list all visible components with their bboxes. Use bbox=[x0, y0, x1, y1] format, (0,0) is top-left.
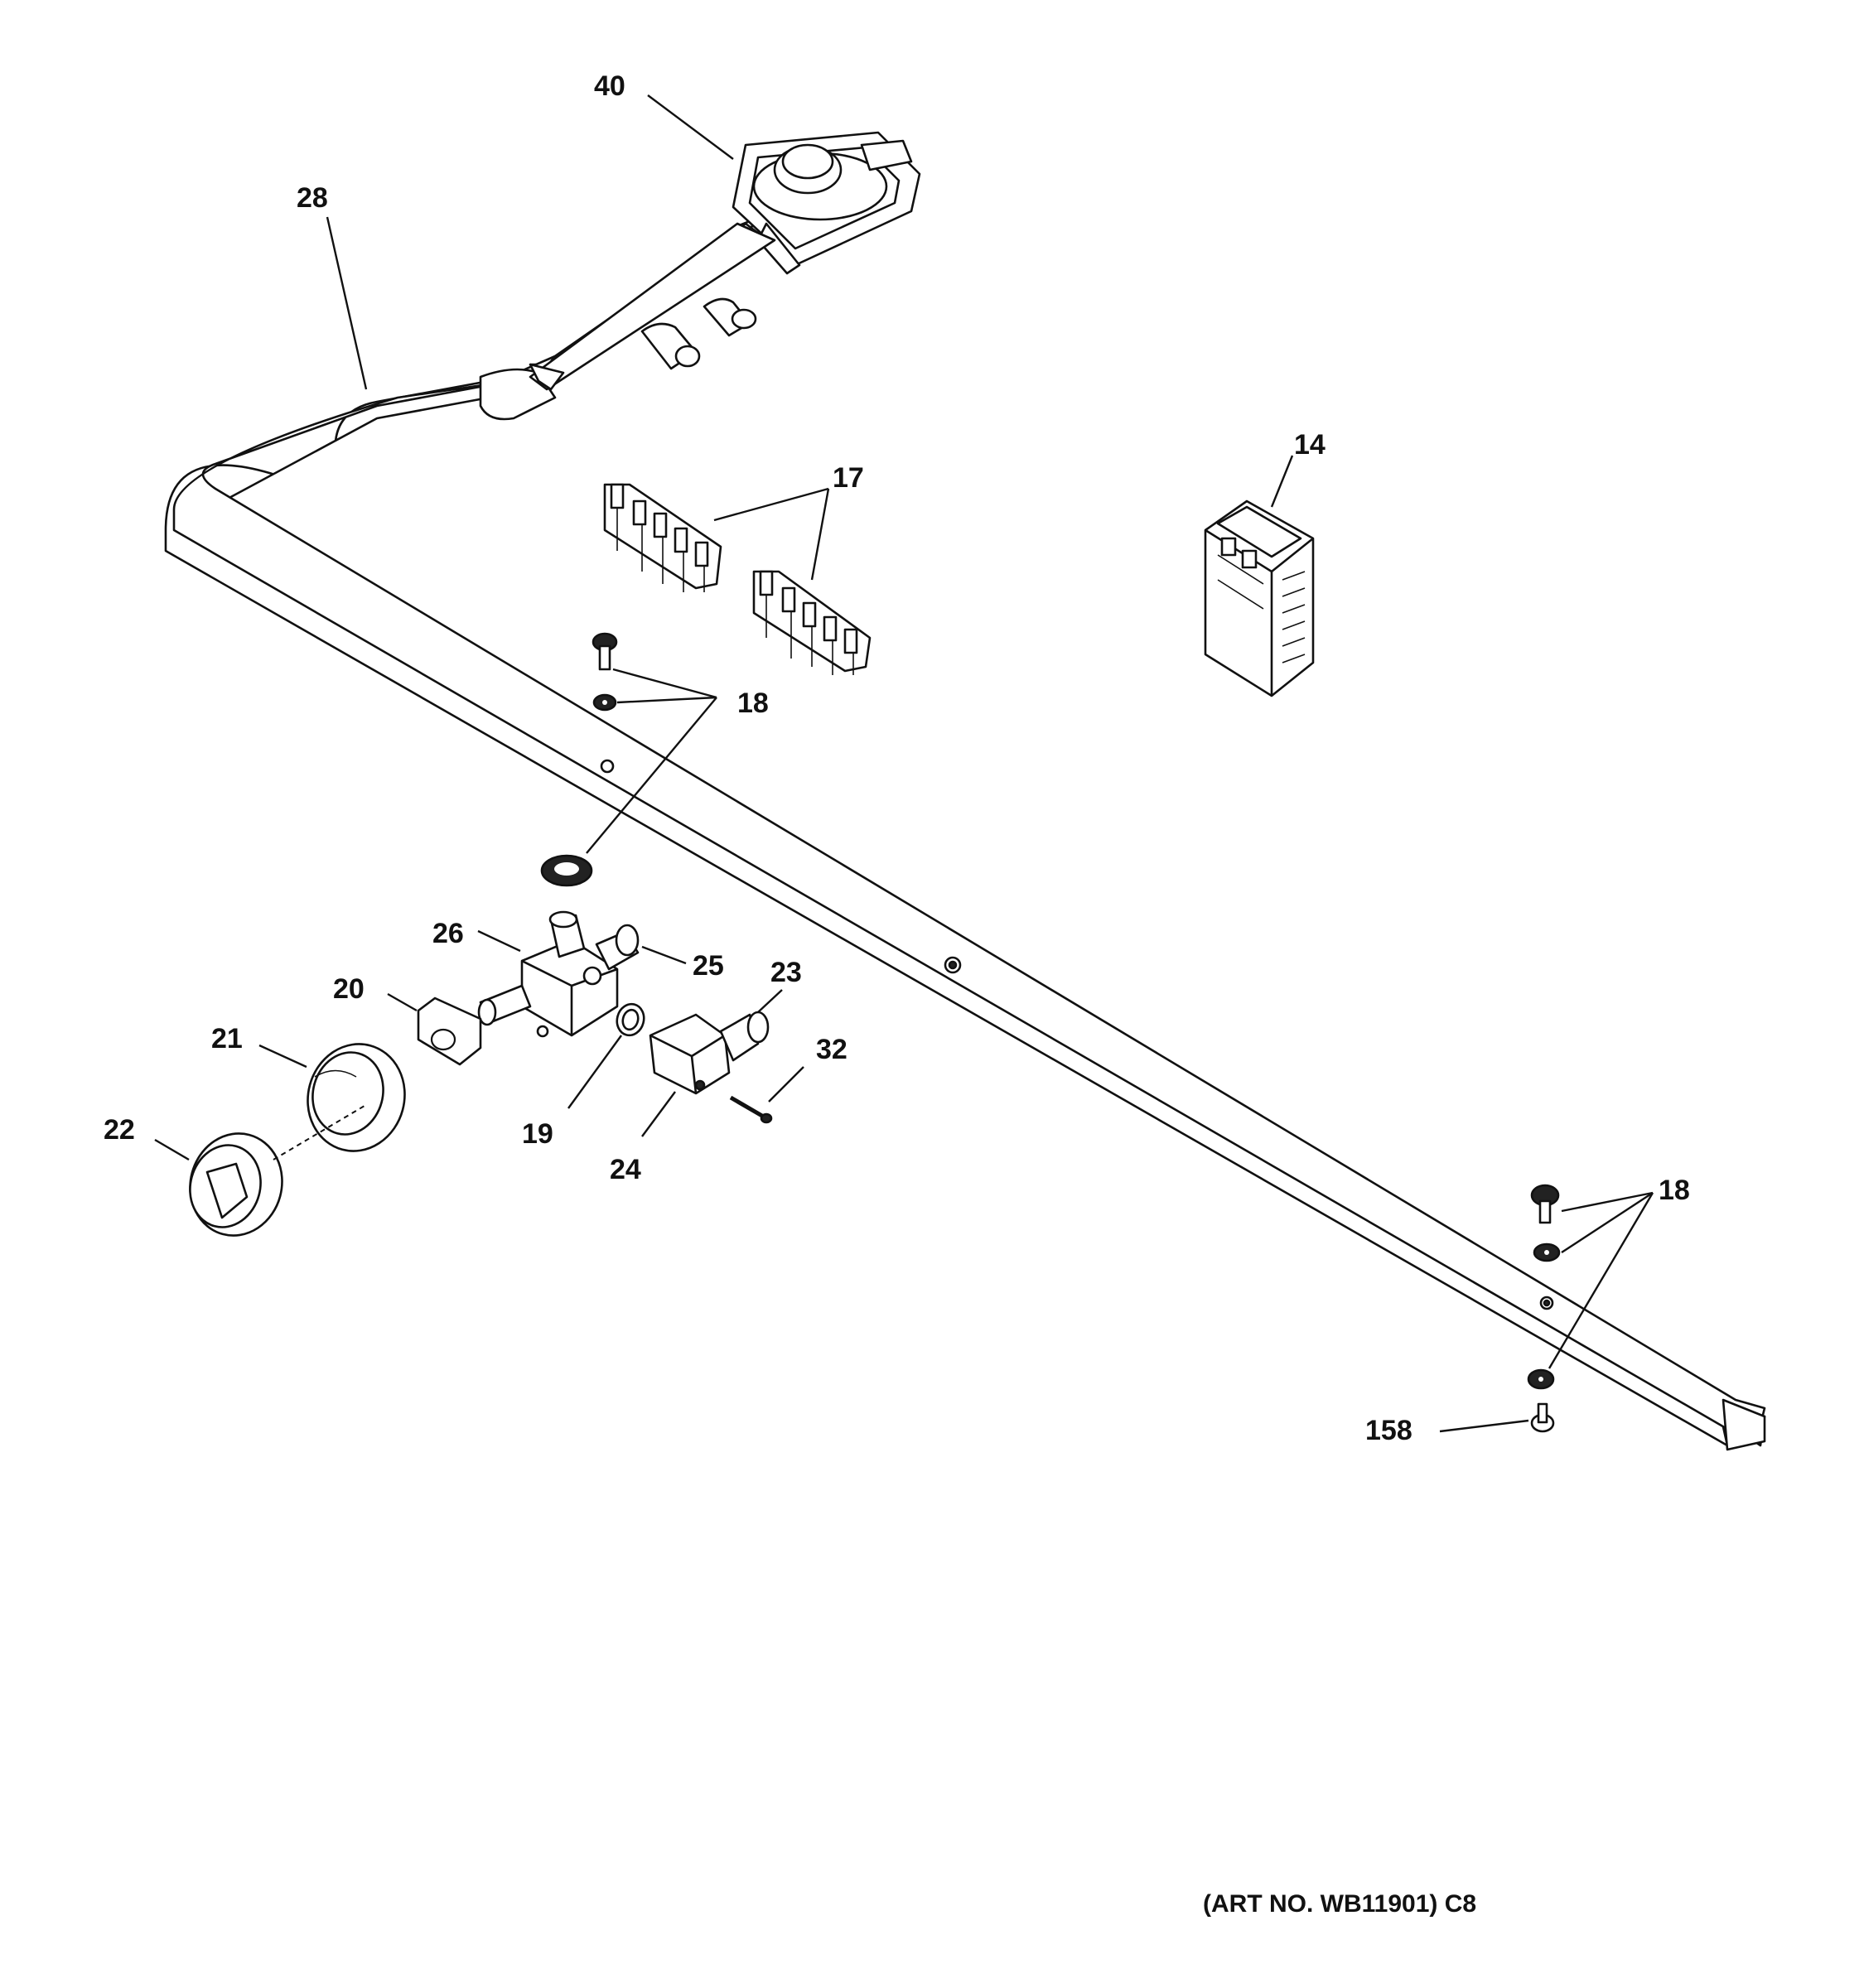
callout-23: 23 bbox=[770, 957, 802, 988]
valve-seal-ring bbox=[540, 854, 593, 887]
leader-lines bbox=[154, 94, 1654, 1433]
callout-18-upper: 18 bbox=[737, 688, 769, 719]
callout-158: 158 bbox=[1365, 1415, 1412, 1446]
callout-21: 21 bbox=[211, 1023, 243, 1054]
igniter-screw bbox=[729, 1095, 773, 1124]
screw-washer-upper bbox=[592, 632, 618, 712]
callout-22: 22 bbox=[104, 1114, 135, 1146]
callout-28: 28 bbox=[297, 182, 328, 214]
terminal-block-right bbox=[752, 570, 872, 675]
knob-bezel-ring bbox=[307, 1043, 406, 1152]
callout-20: 20 bbox=[333, 973, 365, 1005]
burner-valve bbox=[477, 910, 640, 1038]
callout-17: 17 bbox=[833, 462, 864, 494]
callout-26: 26 bbox=[432, 918, 464, 949]
orifice-holder bbox=[732, 131, 921, 275]
callout-18-lower: 18 bbox=[1659, 1175, 1690, 1206]
manifold-pipe bbox=[164, 218, 1766, 1451]
callout-40: 40 bbox=[594, 70, 625, 102]
gas-riser-pipe bbox=[529, 222, 776, 391]
callout-24: 24 bbox=[610, 1154, 641, 1185]
valve-adapter bbox=[417, 996, 482, 1066]
callout-25: 25 bbox=[693, 950, 724, 982]
screw-158 bbox=[1530, 1402, 1555, 1433]
callout-14: 14 bbox=[1294, 429, 1326, 461]
control-knob bbox=[189, 1105, 365, 1237]
igniter-switch bbox=[649, 1011, 770, 1095]
spark-module bbox=[1204, 499, 1315, 697]
art-number: (ART NO. WB11901) C8 bbox=[1203, 1890, 1476, 1918]
o-ring bbox=[616, 1002, 645, 1037]
callout-32: 32 bbox=[816, 1034, 847, 1065]
callout-19: 19 bbox=[522, 1118, 553, 1150]
screw-washer-lower bbox=[1527, 1184, 1561, 1390]
terminal-block-left bbox=[603, 483, 722, 592]
